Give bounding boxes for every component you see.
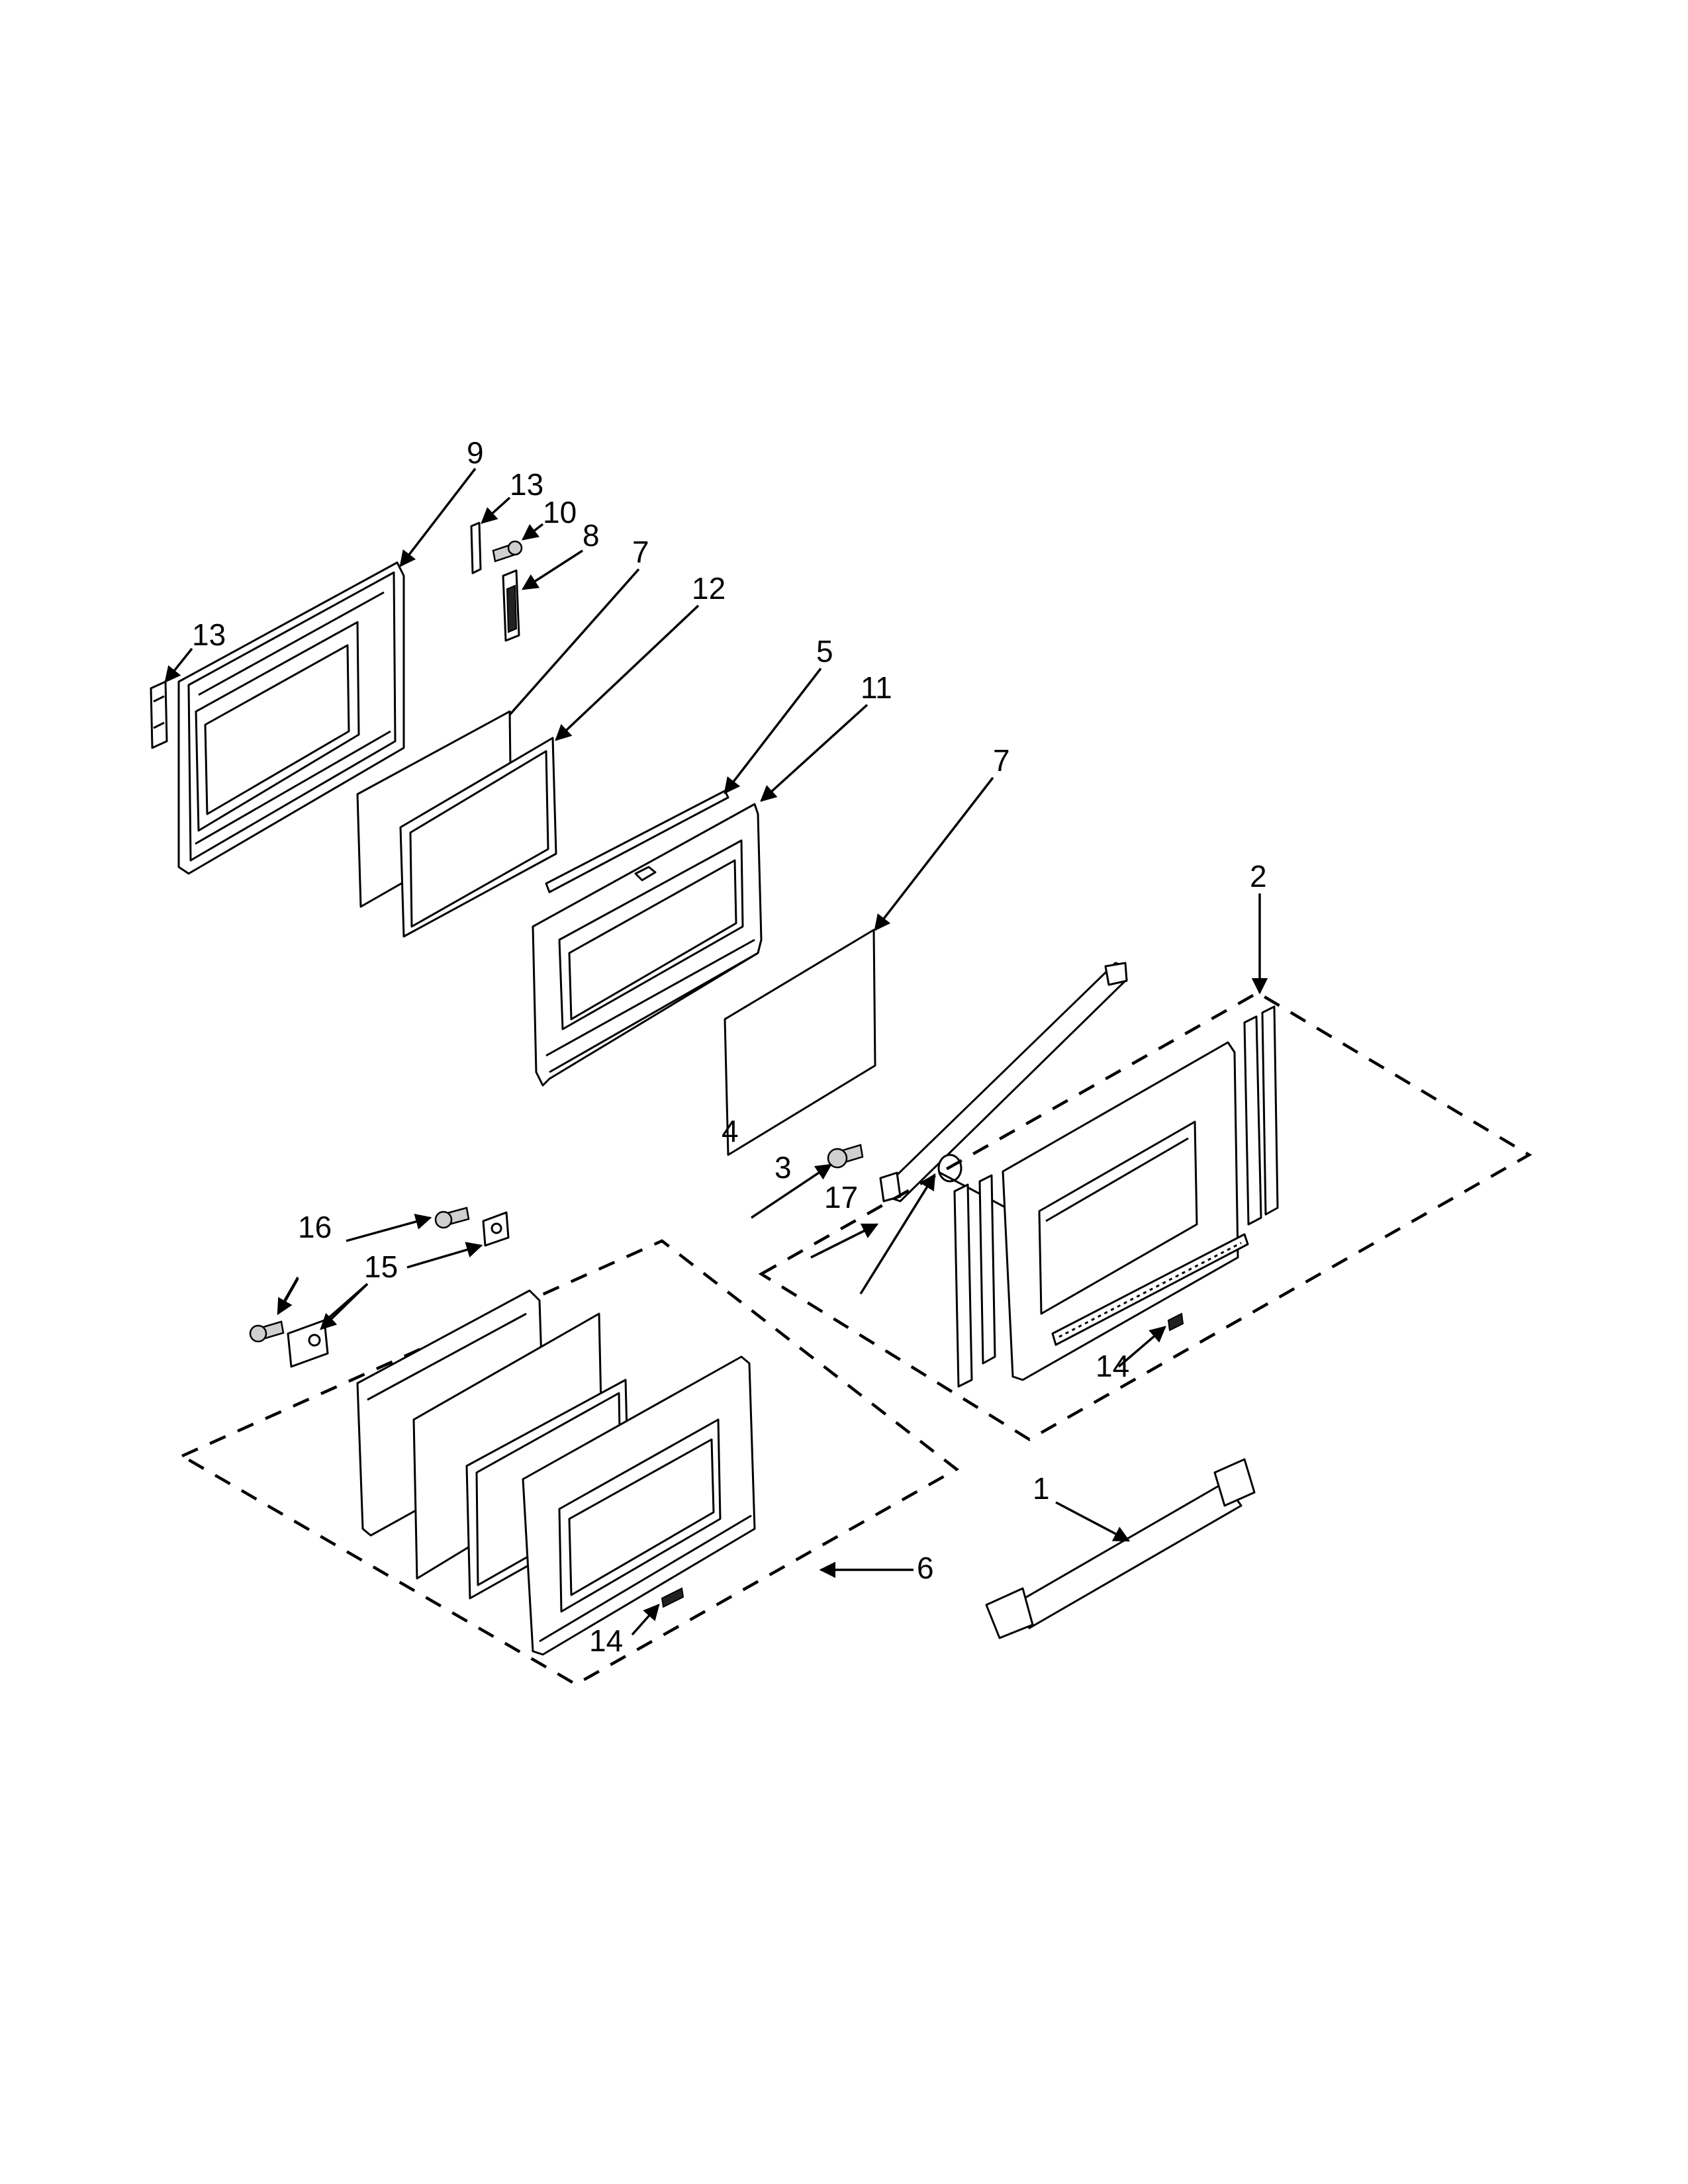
callout-4: 4 [722,1114,739,1148]
part-12-glass-frame [399,737,557,938]
part-3-hinge-bar [879,962,1128,1203]
callout-14-right: 14 [1096,1349,1129,1383]
part-16-screw-lower [249,1320,285,1343]
callout-9: 9 [467,435,484,470]
callout-2: 2 [1250,859,1267,893]
callout-5: 5 [816,634,833,668]
part-10-screw [492,540,523,563]
callout-numbers: 9 13 10 8 7 12 13 5 11 7 2 4 3 17 16 15 … [192,435,1267,1658]
part-2-side-trim-left [953,1174,996,1388]
callout-6: 6 [917,1551,934,1585]
part-2-bottom-trim [1051,1233,1249,1346]
part-15-hinge-block-lower [287,1319,329,1368]
callout-14-left: 14 [589,1623,623,1658]
leader-lines [164,467,1268,1636]
part-17-washer [937,1154,1007,1209]
callout-3: 3 [774,1150,792,1185]
callout-13-top: 13 [510,467,543,502]
part-15-hinge-block-upper [482,1211,510,1247]
callout-10: 10 [543,495,577,529]
callout-7-lower: 7 [993,743,1010,778]
callout-8: 8 [583,518,600,553]
part-8-hinge [502,569,520,642]
callout-13-left: 13 [192,617,226,652]
assembly-2-outline [758,991,1532,1441]
callout-1: 1 [1033,1471,1050,1506]
part-14-badge-right [1167,1312,1184,1332]
part-7-glass-lower [724,929,876,1156]
part-6-outer-door [522,1355,756,1656]
part-16-screw-upper [434,1206,470,1229]
part-11-door-frame [532,803,763,1087]
part-13-hinge-bracket-top [470,522,482,574]
part-5-door-top-trim [545,790,729,893]
part-13-hinge-bracket-left [150,680,168,749]
part-14-badge-left [661,1587,684,1608]
callout-12: 12 [692,571,726,606]
callout-7-upper: 7 [632,535,649,569]
callout-16: 16 [298,1210,332,1244]
part-4-screw [827,1144,864,1169]
part-1-door-handle [985,1458,1256,1639]
callout-11: 11 [861,670,892,705]
callout-17: 17 [824,1180,858,1214]
part-2-side-trim-right [1243,1005,1279,1226]
part-9-inner-door-liner [177,561,405,875]
part-2-outer-door-panel [1002,1041,1239,1381]
callout-15: 15 [364,1250,398,1284]
